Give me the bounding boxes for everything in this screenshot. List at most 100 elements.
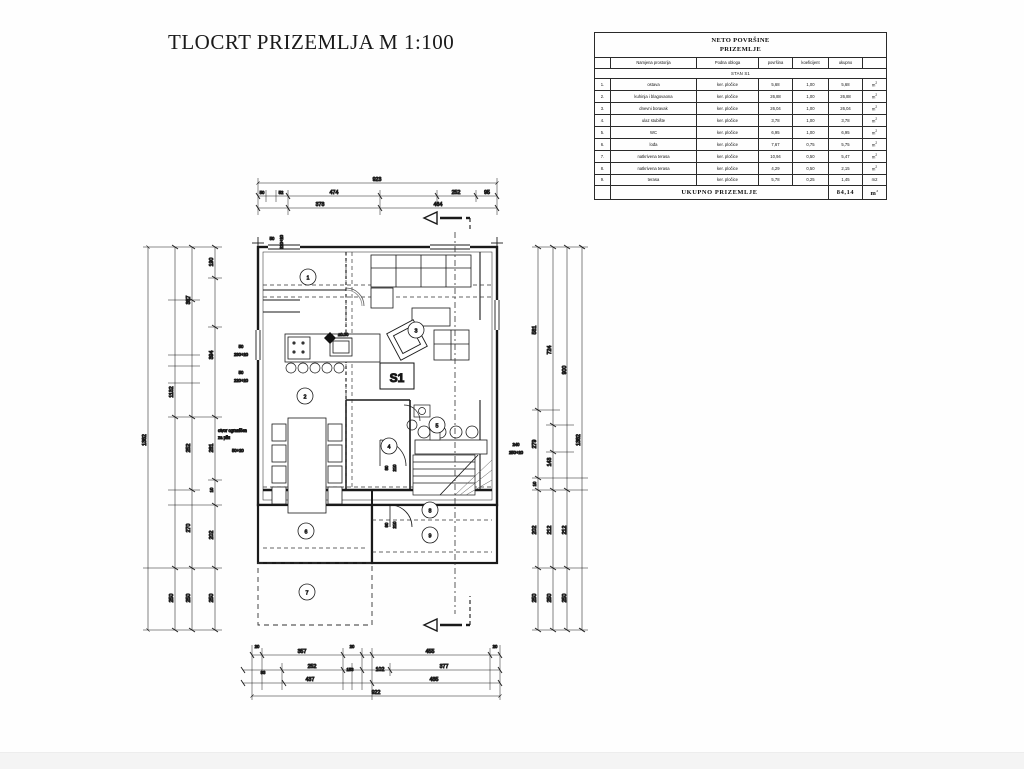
opening-dim-6b: 210 <box>392 521 397 529</box>
dim-left-a-1: 250 <box>169 594 175 603</box>
row-coefficient: 0,25 <box>792 174 829 186</box>
dim-top-a-3: 252 <box>452 190 461 196</box>
room-number-3: 3 <box>415 329 418 335</box>
dim-bot-a-4: 20 <box>493 644 498 649</box>
door-swings <box>345 287 413 528</box>
dim-left-c-4: 202 <box>209 531 215 540</box>
dim-top-a-2: 474 <box>330 190 339 196</box>
row-total: 5,68 <box>828 78 863 92</box>
bar-stools <box>285 362 345 374</box>
window-symbols <box>255 244 500 360</box>
row-floor: ker. pločice <box>696 150 759 164</box>
row-num: 9. <box>594 174 611 186</box>
dim-bot-a-2: 20 <box>350 644 355 649</box>
row-num: 2. <box>594 90 611 104</box>
opening-dim-1b: 220+20 <box>279 234 284 249</box>
dim-right-c-4: 202 <box>532 526 538 535</box>
dim-right-c-2: 143 <box>547 458 553 467</box>
table-header-row: Namjena prostorija Podna obloga površina… <box>594 57 888 69</box>
room-number-2: 2 <box>304 395 307 401</box>
dim-bot-c-0: 437 <box>306 677 315 683</box>
row-coefficient: 1,00 <box>792 114 829 128</box>
row-total: 2,15 <box>828 162 863 176</box>
row-name: kuhinja i blagovaona <box>610 90 697 104</box>
dim-right-c-5: 250 <box>532 594 538 603</box>
row-total: 5,75 <box>828 138 863 152</box>
opening-dim-3: 50 <box>239 370 244 375</box>
dim-left-overall: 1382 <box>142 434 148 446</box>
table-group-row: STAN S1 <box>593 67 888 80</box>
row-coefficient: 1,00 <box>792 78 829 92</box>
dim-top-a-1: 52 <box>279 190 284 195</box>
row-name: ostava <box>610 78 697 92</box>
row-coefficient: 0,75 <box>792 138 829 152</box>
room-number-9: 9 <box>429 534 432 540</box>
axis-crosses <box>252 237 503 249</box>
dim-left-b-1: 252 <box>186 444 192 453</box>
group-label: STAN S1 <box>593 67 888 80</box>
row-unit: m2 <box>861 162 888 176</box>
wall-note-dim: 50+20 <box>232 448 244 453</box>
row-floor: ker. pločice <box>696 90 759 104</box>
dimension-chain-right <box>532 244 588 633</box>
row-coefficient: 1,00 <box>792 90 829 104</box>
sofa <box>370 254 472 288</box>
total-unit: m2 <box>861 184 888 200</box>
row-coefficient: 1,00 <box>792 126 829 140</box>
bench-seating <box>414 425 488 455</box>
table-title-row: NETO POVRŠINE PRIZEMLJE <box>593 32 888 58</box>
page-title: TLOCRT PRIZEMLJA M 1:100 <box>168 30 455 54</box>
dim-right-c-0: 561 <box>532 326 538 335</box>
wall-opening-note: otvor ograničen za pilu 50+20 <box>218 428 249 454</box>
row-name: dnevni boravak <box>610 102 697 116</box>
dim-left-a-0: 1132 <box>169 386 175 397</box>
room-number-6: 6 <box>305 530 308 536</box>
row-name: WC <box>610 126 697 140</box>
row-unit: m2 <box>861 138 888 152</box>
row-unit: m2 <box>861 78 888 92</box>
row-unit: m2 <box>861 150 888 164</box>
level-marker: ±0.00 <box>324 332 352 344</box>
row-num: 3. <box>594 102 611 116</box>
row-area: 26,04 <box>758 102 793 116</box>
dim-bot-b-2: 153 <box>347 667 355 672</box>
terrace-outline <box>257 562 373 626</box>
dim-right-b-1: 212 <box>547 526 553 535</box>
row-unit: m2 <box>861 90 888 104</box>
table-total-row: UKUPNO PRIZEMLJE 84,14 m2 <box>594 184 888 200</box>
row-floor: ker. pločice <box>696 162 759 176</box>
row-total: 3,78 <box>828 114 863 128</box>
opening-dim-5: 80 <box>384 465 389 470</box>
opening-dim-5b: 210 <box>392 464 397 472</box>
row-unit: m2 <box>861 126 888 140</box>
dim-bot-c-1: 485 <box>430 677 439 683</box>
row-floor: ker. pločice <box>696 138 759 152</box>
dimension-chain-left <box>143 244 222 633</box>
dim-bot-a-0: 20 <box>255 644 260 649</box>
row-area: 6,95 <box>758 126 793 140</box>
dim-left-c-3: 10 <box>209 487 214 492</box>
section-marker-top <box>422 210 471 232</box>
dim-right-b-3: 250 <box>547 594 553 603</box>
row-name: natkrivena terasa <box>610 162 697 176</box>
areas-table-container: NETO POVRŠINE PRIZEMLJE Namjena prostori… <box>593 32 888 200</box>
dim-left-b-0: 387 <box>186 296 192 305</box>
dim-top-a-0: 50 <box>260 190 265 195</box>
opening-dimensions: 50 220+20 50 230+20 50 220+20 240 250+20… <box>233 234 524 529</box>
header-coefficient: koeficijent <box>792 57 829 69</box>
dim-left-c-1: 394 <box>209 351 215 360</box>
dim-top-b-0: 378 <box>316 202 325 208</box>
total-value: 84,14 <box>828 184 863 200</box>
header-unit <box>861 57 888 69</box>
row-area: 3,78 <box>758 114 793 128</box>
row-area: 4,29 <box>758 162 793 176</box>
total-label: UKUPNO PRIZEMLJE <box>610 184 829 200</box>
row-floor: ker. pločice <box>696 102 759 116</box>
room-number-4: 4 <box>388 445 391 451</box>
